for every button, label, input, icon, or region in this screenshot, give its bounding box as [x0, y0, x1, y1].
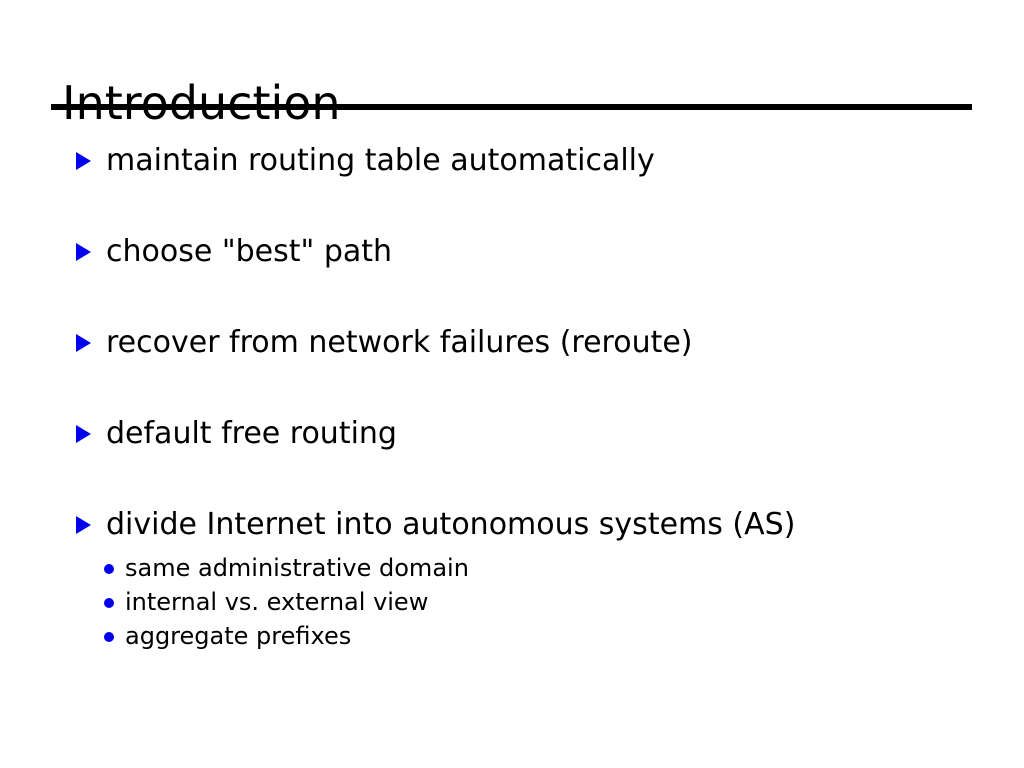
triangle-right-icon [76, 415, 106, 443]
list-item-label: default free routing [106, 416, 397, 451]
sub-list-item-label: same administrative domain [125, 554, 469, 582]
sub-list: same administrative domain internal vs. … [0, 553, 1024, 655]
sub-list-item-label: internal vs. external view [125, 588, 429, 616]
bullet-group: default free routing [0, 415, 1024, 506]
list-item: recover from network failures (reroute) [0, 324, 1024, 415]
sub-list-item: same administrative domain [104, 553, 1024, 587]
page-title: Introduction [62, 75, 341, 130]
sub-list-item: aggregate prefixes [104, 621, 1024, 655]
triangle-right-icon [76, 142, 106, 170]
sub-list-item-label: aggregate prefixes [125, 622, 352, 650]
list-item-label: divide Internet into autonomous systems … [106, 507, 796, 542]
list-item-label: recover from network failures (reroute) [106, 325, 693, 360]
bullet-group: recover from network failures (reroute) [0, 324, 1024, 415]
list-item-label: choose "best" path [106, 234, 393, 269]
dot-icon [104, 553, 125, 574]
bullet-group: choose "best" path [0, 233, 1024, 324]
triangle-right-icon [76, 324, 106, 352]
list-item: divide Internet into autonomous systems … [0, 506, 1024, 597]
list-item: choose "best" path [0, 233, 1024, 324]
slide-body: maintain routing table automatically cho… [0, 142, 1024, 655]
title-divider [51, 104, 972, 110]
list-item-label: maintain routing table automatically [106, 143, 655, 178]
dot-icon [104, 587, 125, 608]
triangle-right-icon [76, 506, 106, 534]
bullet-group: maintain routing table automatically [0, 142, 1024, 233]
triangle-right-icon [76, 233, 106, 261]
bullet-group: divide Internet into autonomous systems … [0, 506, 1024, 655]
list-item: maintain routing table automatically [0, 142, 1024, 233]
list-item: default free routing [0, 415, 1024, 506]
sub-list-item: internal vs. external view [104, 587, 1024, 621]
dot-icon [104, 621, 125, 642]
